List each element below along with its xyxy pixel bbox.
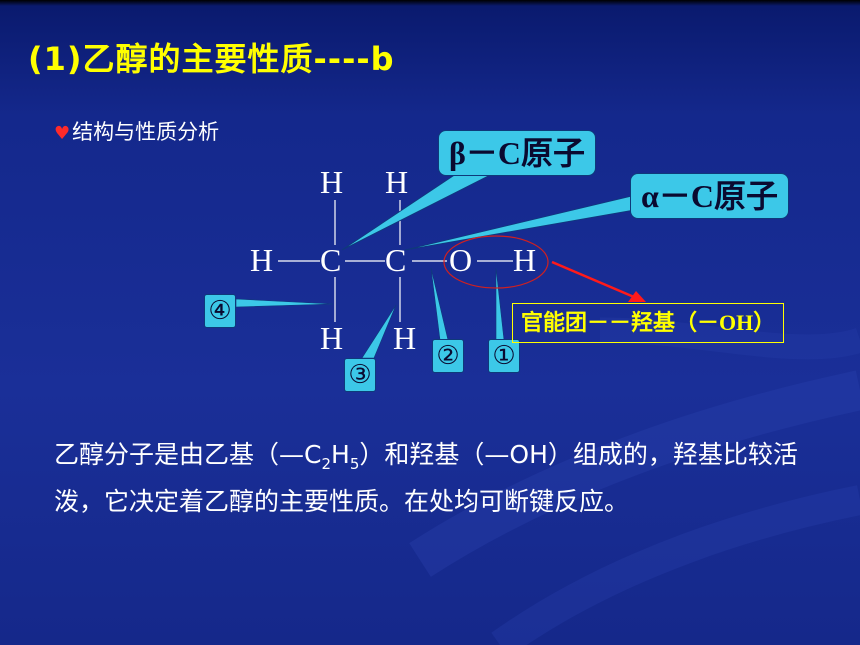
callout-beta-carbon: β－C原子 [438, 130, 596, 176]
para-dash-1: — [279, 440, 305, 469]
para-dash-2: — [484, 440, 510, 469]
para-text-3: ）组成的，羟基比较活泼，它决定着乙醇的主要性质。在处均可断键反应。 [54, 440, 798, 516]
bond-number-1: ① [488, 339, 520, 373]
atom-h-top-right: H [385, 164, 409, 200]
bullet-heading: ♥结构与性质分析 [54, 116, 219, 146]
atom-h-top-left: H [320, 164, 344, 200]
para-sub-5: 5 [349, 455, 360, 473]
para-text-2: ）和羟基（ [359, 440, 485, 469]
atom-h-left: H [250, 242, 274, 278]
slide-title: (1)乙醇的主要性质----b [28, 40, 395, 78]
para-text-1: 乙醇分子是由乙基（ [54, 440, 280, 469]
atom-c2: C [385, 242, 407, 278]
atom-h-bottom-left: H [320, 320, 344, 356]
para-c: C [304, 440, 322, 469]
callout-alpha-carbon: α－C原子 [630, 173, 789, 219]
bond-number-4: ④ [204, 294, 236, 328]
atom-h-oh: H [513, 242, 537, 278]
para-h: H [331, 440, 350, 469]
para-sub-2: 2 [321, 455, 332, 473]
para-oh: OH [509, 440, 548, 469]
functional-group-label: 官能团－－羟基（－OH） [512, 303, 785, 343]
heart-bullet-icon: ♥ [54, 123, 71, 144]
bond-number-2: ② [432, 339, 464, 373]
bullet-text: 结构与性质分析 [72, 120, 220, 144]
atom-h-bottom-right: H [393, 320, 417, 356]
description-paragraph: 乙醇分子是由乙基（—C2H5）和羟基（—OH）组成的，羟基比较活泼，它决定着乙醇… [54, 436, 844, 520]
atom-c1: C [320, 242, 342, 278]
atom-o: O [449, 242, 473, 278]
bond-number-3: ③ [344, 358, 376, 392]
